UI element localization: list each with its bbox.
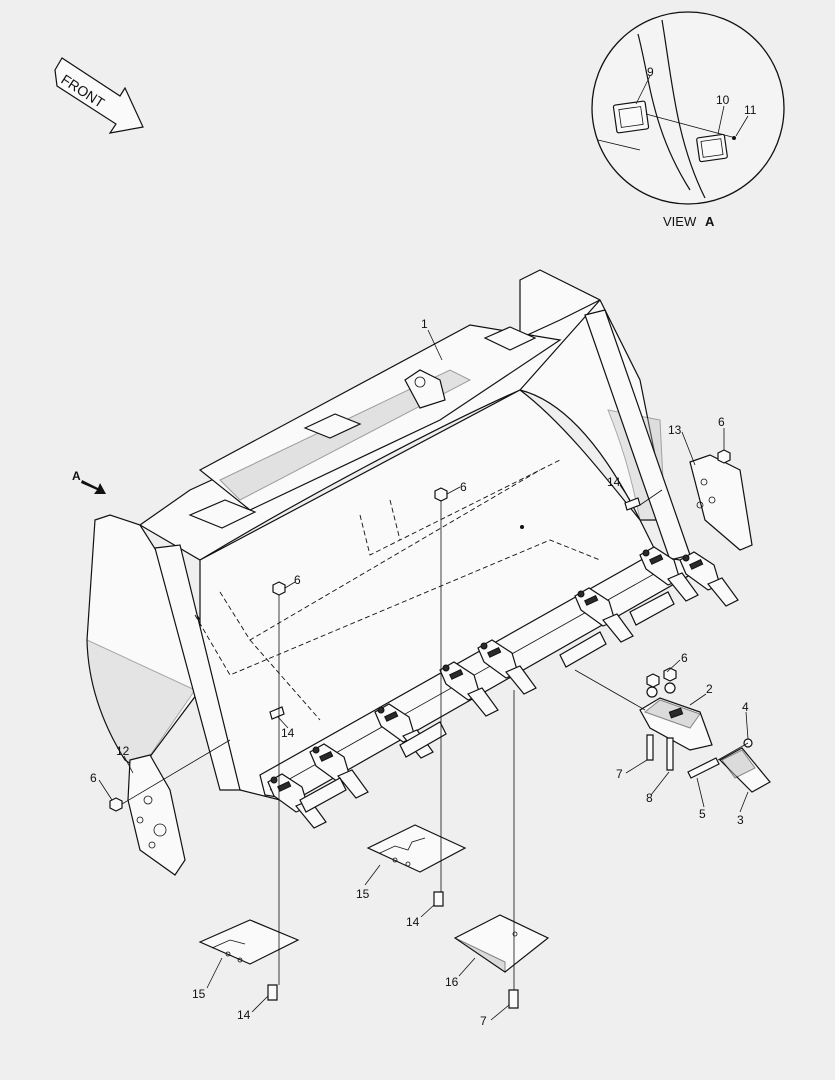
callout-9: 9 [647,65,654,79]
view-letter: A [705,214,715,229]
callout-15-mid: 15 [356,887,370,901]
wear-plate-15-mid [366,824,467,873]
edge-segments [299,591,675,813]
tip-3 [719,747,771,793]
callout-14-bottom: 14 [237,1008,251,1022]
front-arrow: FRONT [54,57,144,134]
callout-16: 16 [445,975,459,989]
side-cutter-12 [127,754,186,876]
tooth-assembly [574,587,634,643]
callout-10: 10 [716,93,730,107]
callout-3: 3 [737,813,744,827]
callout-labels: 1 2 3 4 5 6 6 6 6 6 7 7 8 12 13 14 14 14… [90,317,749,1028]
fasteners [109,449,731,1009]
callout-7-bottom: 7 [480,1014,487,1028]
callout-15-bottom: 15 [192,987,206,1001]
callout-6-side: 6 [90,771,97,785]
tooth-assembly [309,743,369,799]
callout-13: 13 [668,423,682,437]
callout-leaders [98,329,749,1021]
callout-8: 8 [646,791,653,805]
callout-4: 4 [742,700,749,714]
view-arrow-letter: A [72,469,81,483]
view-a-arrow: A [72,469,106,494]
rivet-11 [732,136,736,140]
callout-6-mid: 6 [460,480,467,494]
callout-1: 1 [421,317,428,331]
teeth-row [267,546,739,829]
callout-2: 2 [706,682,713,696]
plate-10 [696,133,728,163]
side-cutter-13 [689,454,753,551]
wear-plate-15-bottom [198,919,300,965]
pin-5 [687,757,720,779]
callout-5: 5 [699,807,706,821]
callout-7-adapter: 7 [616,767,623,781]
view-label: VIEW [663,214,697,229]
tooth-assembly [679,551,739,607]
view-a-detail: 9 10 11 VIEW A [591,11,785,229]
wear-plate-16 [453,914,550,973]
callout-6-adapter: 6 [681,651,688,665]
callout-6-top: 6 [718,415,725,429]
callout-6-left: 6 [294,573,301,587]
tooth-assembly [639,546,699,602]
tooth-assembly [439,661,499,717]
bucket-body [86,269,691,801]
tooth-assembly [477,639,537,695]
lifting-eye [404,369,446,409]
callout-12: 12 [116,744,130,758]
callout-11: 11 [744,103,757,117]
callout-14-left: 14 [281,726,295,740]
assembly-lines [121,489,749,990]
plate-9 [612,100,650,134]
callout-14-mid: 14 [406,915,420,929]
callout-14-top: 14 [607,475,621,489]
adapter-2-exploded [639,682,713,771]
